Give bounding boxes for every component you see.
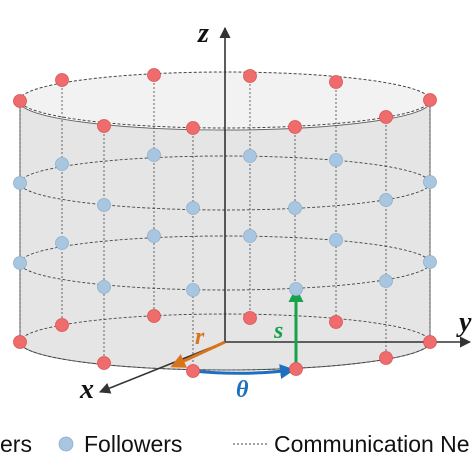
follower-node: [243, 229, 257, 243]
leader-nodes: [13, 68, 437, 378]
follower-node: [147, 148, 161, 162]
follower-node: [13, 256, 27, 270]
r-label: r: [195, 324, 205, 350]
follower-node: [379, 193, 393, 207]
theta-arrow: [192, 364, 295, 379]
leader-node: [288, 120, 302, 134]
leader-node: [289, 362, 303, 376]
follower-node: [13, 176, 27, 190]
legend-followers-label: Followers: [84, 431, 182, 457]
x-axis-label: x: [79, 374, 94, 405]
leader-node: [97, 356, 111, 370]
s-label: s: [273, 318, 283, 344]
leader-node: [329, 75, 343, 89]
leader-node: [186, 121, 200, 135]
follower-node: [97, 198, 111, 212]
follower-node: [186, 201, 200, 215]
leader-node: [55, 73, 69, 87]
leader-node: [97, 119, 111, 133]
leader-node: [243, 69, 257, 83]
legend-network-label: Communication Ne: [274, 431, 470, 457]
follower-node: [423, 175, 437, 189]
follower-node: [379, 274, 393, 288]
follower-node: [423, 255, 437, 269]
legend: ers Followers Communication Ne: [0, 431, 470, 457]
follower-node: [289, 282, 303, 296]
leader-node: [147, 68, 161, 82]
leader-node: [13, 94, 27, 108]
leader-node: [379, 351, 393, 365]
follower-node: [97, 280, 111, 294]
leader-node: [13, 335, 27, 349]
follower-node: [55, 236, 69, 250]
legend-leaders-label: ers: [0, 431, 32, 457]
follower-node: [243, 149, 257, 163]
follower-node: [329, 153, 343, 167]
follower-node: [186, 283, 200, 297]
follower-node: [288, 201, 302, 215]
legend-followers-marker: [58, 436, 74, 452]
follower-node: [55, 157, 69, 171]
follower-node: [147, 229, 161, 243]
theta-label: θ: [236, 377, 249, 403]
leader-node: [329, 315, 343, 329]
r-arrow: [170, 340, 226, 368]
leader-node: [55, 318, 69, 332]
follower-nodes: [13, 148, 437, 297]
follower-node: [329, 233, 343, 247]
y-axis-label: y: [456, 307, 472, 338]
leader-node: [423, 335, 437, 349]
leader-node: [186, 364, 200, 378]
leader-node: [243, 311, 257, 325]
z-axis-label: z: [197, 18, 209, 49]
leader-node: [379, 110, 393, 124]
leader-node: [423, 93, 437, 107]
communication-verticals: [19, 75, 431, 370]
leader-node: [147, 309, 161, 323]
